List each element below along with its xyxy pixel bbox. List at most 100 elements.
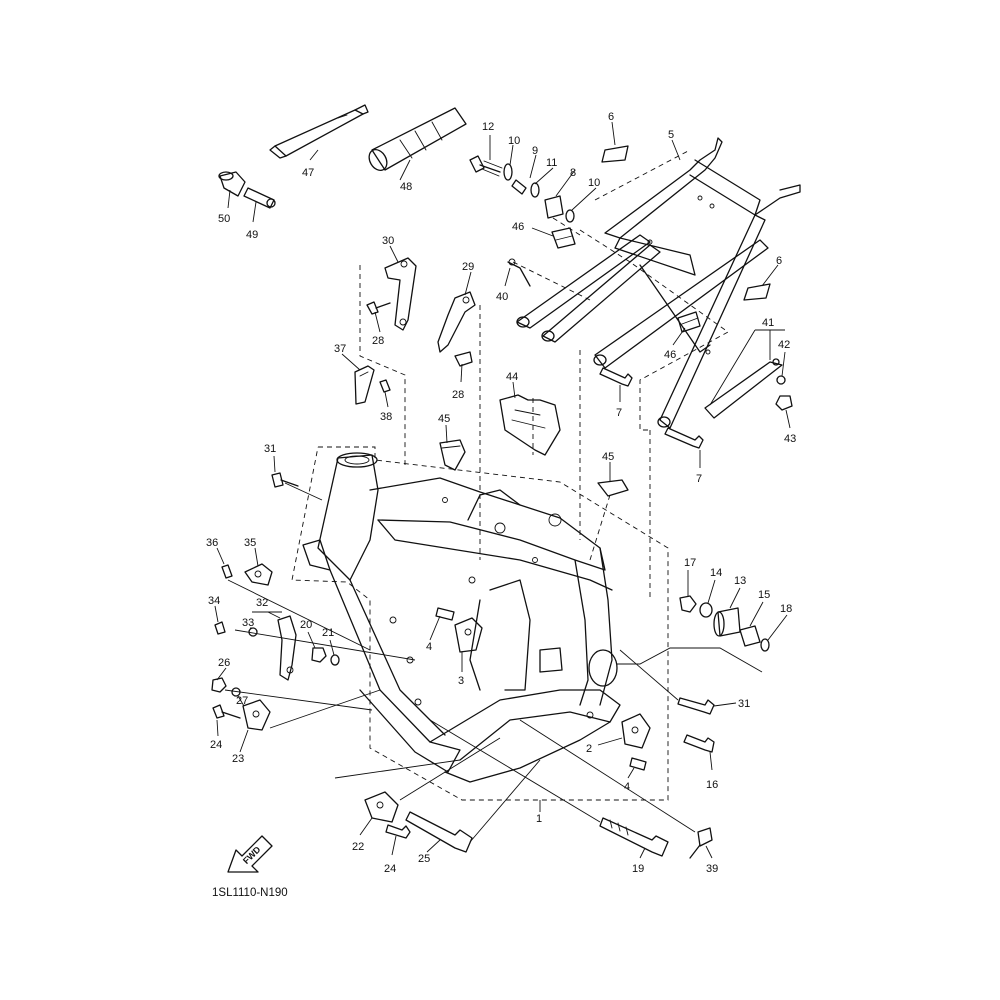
bolt-24b — [385, 824, 411, 839]
screw-38 — [379, 379, 391, 393]
bolt-34 — [214, 621, 226, 635]
main-frame — [302, 452, 621, 783]
nut-26 — [211, 677, 227, 693]
callout: 10 — [588, 177, 600, 189]
callout: 5 — [668, 129, 674, 141]
callout: 44 — [506, 371, 518, 383]
callout: 43 — [784, 433, 796, 445]
misc-dashed-guides — [359, 149, 691, 561]
bracket-30 — [384, 257, 417, 331]
bolt-16 — [683, 734, 715, 753]
bracket-2 — [621, 713, 651, 749]
callout: 24 — [210, 739, 222, 751]
bracket-32 — [277, 615, 297, 681]
callout: 34 — [208, 595, 220, 607]
leader-lines — [214, 121, 791, 859]
callout: 1 — [536, 813, 542, 825]
callout-labels: 1 2 3 4 4 5 6 6 7 7 8 9 10 10 11 12 13 1… — [206, 111, 796, 875]
collar-14 — [699, 602, 713, 618]
clip-46-lower — [677, 311, 701, 333]
bolt-31-upper — [271, 472, 299, 488]
rear-subframe — [516, 137, 801, 429]
callout: 24 — [384, 863, 396, 875]
tool-wrench — [269, 104, 369, 159]
callout: 48 — [400, 181, 412, 193]
callout: 15 — [758, 589, 770, 601]
bracket-23 — [242, 699, 271, 731]
callout: 46 — [512, 221, 524, 233]
subframe-bolt-7a — [599, 367, 633, 387]
bracket-22 — [364, 791, 399, 823]
clip-46-upper — [551, 227, 576, 249]
callout: 38 — [380, 411, 392, 423]
subframe-label-6a — [601, 145, 629, 163]
callout: 4 — [426, 641, 432, 653]
tool-socket-wrench — [368, 107, 467, 171]
callout: 33 — [242, 617, 254, 629]
bolt-4b — [629, 757, 647, 771]
nut-20 — [311, 647, 327, 663]
callout: 39 — [706, 863, 718, 875]
collar-33 — [248, 627, 258, 637]
washer-21 — [330, 654, 340, 666]
damper-45a — [439, 439, 466, 471]
callout: 25 — [418, 853, 430, 865]
callout: 11 — [546, 157, 557, 169]
damper-45b — [597, 479, 629, 497]
callout: 42 — [778, 339, 790, 351]
callout: 10 — [508, 135, 520, 147]
subframe-bolt-7b — [664, 427, 704, 449]
callout: 28 — [452, 389, 464, 401]
tool-pin-large — [218, 171, 246, 197]
callout: 12 — [482, 121, 494, 133]
bracket-35 — [244, 563, 273, 586]
strap-41 — [704, 358, 783, 419]
callout: 7 — [616, 407, 622, 419]
callout: 23 — [232, 753, 244, 765]
callout: 6 — [608, 111, 614, 123]
callout: 28 — [372, 335, 384, 347]
callout: 3 — [458, 675, 464, 687]
callout: 9 — [532, 145, 538, 157]
callout: 30 — [382, 235, 394, 247]
callout: 31 — [264, 443, 276, 455]
callout: 41 — [762, 317, 774, 329]
bracket-29 — [437, 291, 476, 353]
bushing-13 — [713, 607, 741, 637]
bolt-19 — [599, 817, 669, 857]
callout: 21 — [322, 627, 334, 639]
callout: 16 — [706, 779, 718, 791]
nut-17 — [679, 595, 697, 613]
callout: 50 — [218, 213, 230, 225]
screw-36 — [221, 564, 233, 579]
spacer-15 — [739, 625, 761, 647]
callout: 18 — [780, 603, 792, 615]
callout: 49 — [246, 229, 258, 241]
bushing-stack — [503, 163, 575, 223]
callout: 37 — [334, 343, 346, 355]
bolt-31-lower — [677, 697, 715, 715]
band-40 — [507, 258, 531, 287]
callout: 31 — [738, 698, 750, 710]
clamp-37 — [354, 365, 375, 405]
callout: 32 — [256, 597, 268, 609]
frame-assembly-boundary — [291, 446, 669, 801]
drawing-code: 1SL1110-N190 — [212, 887, 288, 899]
callout: 47 — [302, 167, 314, 179]
callout: 13 — [734, 575, 746, 587]
callout: 29 — [462, 261, 474, 273]
callout: 17 — [684, 557, 696, 569]
callout: 26 — [218, 657, 230, 669]
fwd-label: FWD — [241, 844, 263, 866]
bolt-upper-shock — [469, 155, 503, 177]
callout: 4 — [624, 781, 630, 793]
callout: 8 — [570, 167, 576, 179]
bolt-25 — [405, 811, 473, 853]
callout: 45 — [438, 413, 450, 425]
callout: 6 — [776, 255, 782, 267]
callout: 22 — [352, 841, 364, 853]
bolt-24a — [212, 704, 241, 719]
callout: 2 — [586, 743, 592, 755]
bolt-4a — [435, 607, 455, 621]
callout: 20 — [300, 619, 312, 631]
